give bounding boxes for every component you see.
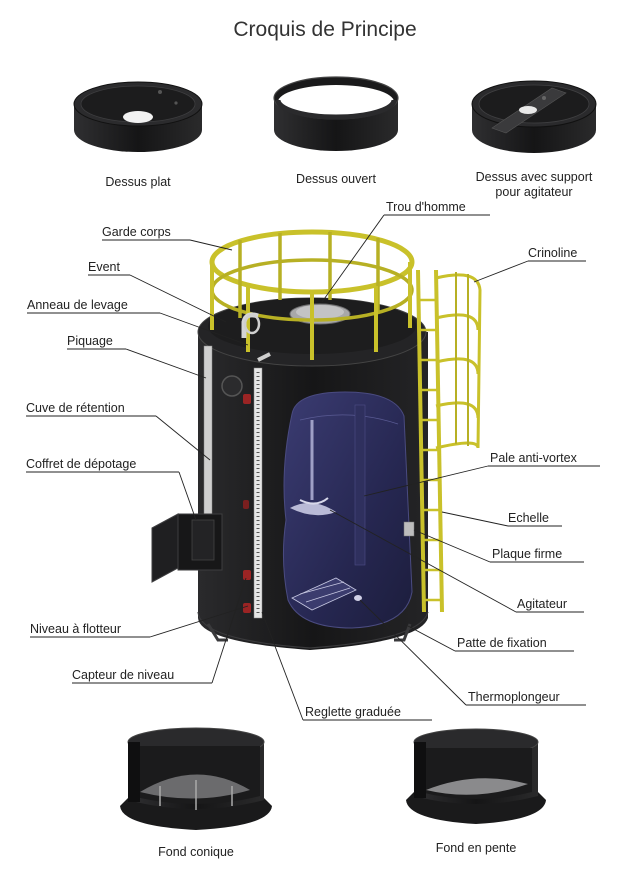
bottom-pente-illustration [406,728,546,824]
callout-coffret-de-depotage: Coffret de dépotage [26,457,136,471]
top-flat-illustration [73,81,203,152]
bottom-pente-caption: Fond en pente [436,841,517,855]
callout-niveau-a-flotteur: Niveau à flotteur [30,622,121,636]
callout-pale-anti-vortex: Pale anti-vortex [490,451,578,465]
callout-anneau-de-levage: Anneau de levage [27,298,128,312]
bottom-conique-illustration [120,727,272,830]
top-open-illustration [273,76,399,151]
callout-agitateur: Agitateur [517,597,567,611]
callout-piquage: Piquage [67,334,113,348]
callout-echelle: Echelle [508,511,549,525]
main-tank-illustration [151,229,482,650]
callout-capteur-de-niveau: Capteur de niveau [72,668,174,682]
callout-garde-corps: Garde corps [102,225,171,239]
callout-reglette-graduee: Reglette graduée [305,705,401,719]
callout-crinoline: Crinoline [528,246,577,260]
callout-patte-de-fixation: Patte de fixation [457,636,547,650]
top-agitator-caption-line2: pour agitateur [495,185,572,199]
callout-trou-d-homme: Trou d'homme [386,200,466,214]
bottom-conique-caption: Fond conique [158,845,234,859]
callout-plaque-firme: Plaque firme [492,547,562,561]
top-agitator-illustration [471,80,597,153]
top-flat-caption: Dessus plat [105,175,171,189]
callout-cuve-de-retention: Cuve de rétention [26,401,125,415]
callout-event: Event [88,260,120,274]
callout-thermoplongeur: Thermoplongeur [468,690,560,704]
top-open-caption: Dessus ouvert [296,172,376,186]
top-agitator-caption-line1: Dessus avec support [476,170,593,184]
page-title: Croquis de Principe [233,18,416,41]
callout-leaders [26,214,600,721]
